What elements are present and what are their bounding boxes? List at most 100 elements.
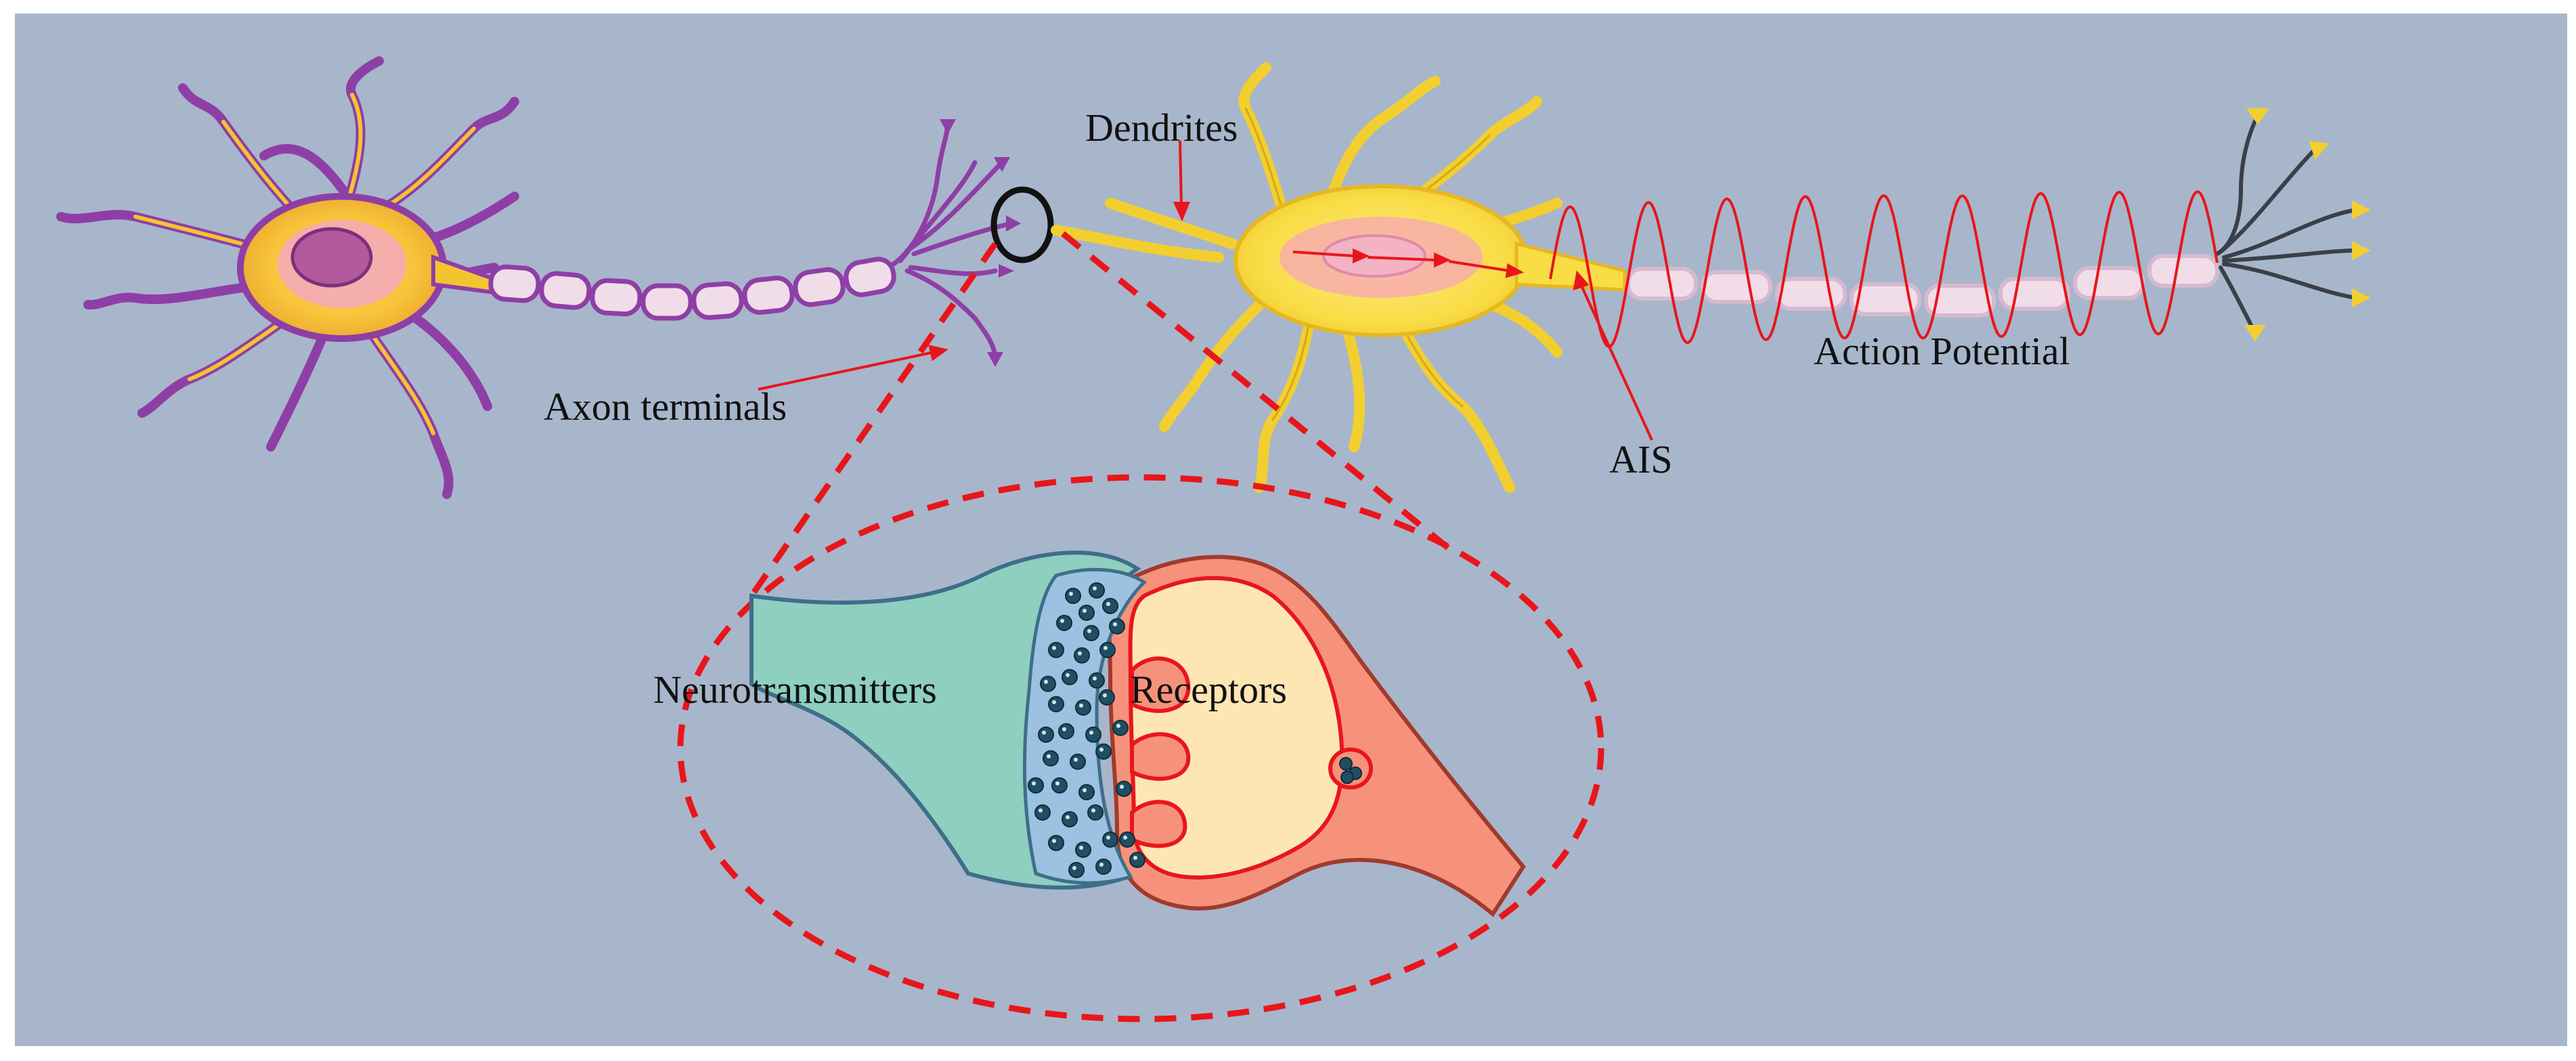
- neurotransmitter-vesicle: [1085, 727, 1101, 743]
- neurotransmitter-vesicle: [1058, 723, 1074, 739]
- vesicle-highlight: [1042, 731, 1046, 735]
- axon-terminals-arrowhead: [928, 345, 948, 362]
- vesicle-highlight: [1072, 866, 1076, 870]
- neurotransmitter-vesicle: [1075, 842, 1091, 858]
- vesicle-highlight: [1103, 693, 1107, 697]
- vesicle-highlight: [1069, 592, 1073, 596]
- neurotransmitter-vesicle: [1083, 625, 1099, 641]
- zoom-ellipse: [677, 474, 1604, 1022]
- label-dendrites: Dendrites: [1085, 106, 1238, 150]
- vesicle-highlight: [1083, 609, 1087, 613]
- dendrites-arrowhead: [1173, 202, 1190, 222]
- neurotransmitter-vesicle: [1078, 605, 1095, 621]
- neurotransmitter-vesicle: [1102, 598, 1118, 614]
- neurotransmitter-vesicle: [1051, 777, 1068, 794]
- neurotransmitter-vesicle: [1070, 754, 1086, 770]
- neurotransmitter-vesicle: [1109, 618, 1125, 634]
- neuron2-myelin-sheath: [1626, 254, 2219, 318]
- zoom-line-right: [1061, 231, 1451, 551]
- vesicle-highlight: [1091, 808, 1095, 813]
- neurotransmitter-vesicle: [1034, 804, 1051, 821]
- vesicle-highlight: [1047, 754, 1051, 758]
- neurotransmitter-vesicle: [1119, 831, 1135, 848]
- postsynaptic-cytoplasm: [1128, 576, 1345, 880]
- vesicle-highlight: [1074, 758, 1078, 762]
- vesicle-highlight: [1083, 788, 1087, 792]
- neuron2-terminal-boutons: [2244, 108, 2371, 341]
- vesicle-highlight: [1120, 785, 1124, 789]
- neurotransmitter-vesicle: [1038, 727, 1054, 743]
- neurotransmitter-vesicle: [1056, 615, 1072, 631]
- vesicle-highlight: [1079, 846, 1083, 850]
- neuron1-axon-terminals: [891, 119, 1015, 362]
- vesicle-highlight: [1052, 839, 1056, 843]
- label-axon-terminals: Axon terminals: [544, 385, 787, 429]
- neurotransmitter-vesicle: [1062, 669, 1078, 685]
- vesicle-highlight: [1055, 781, 1060, 785]
- neurotransmitter-vesicle: [1129, 852, 1145, 868]
- label-action-potential: Action Potential: [1814, 329, 2070, 373]
- vesicle-highlight: [1044, 680, 1048, 684]
- vesicle-highlight: [1104, 646, 1108, 650]
- vesicle-highlight: [1052, 700, 1056, 704]
- neuron1-nucleus: [290, 227, 373, 288]
- neurotransmitter-vesicle: [1099, 642, 1116, 658]
- neurotransmitter-vesicle: [1040, 676, 1056, 692]
- vesicle-highlight: [1133, 856, 1137, 860]
- receptor-bound-vesicle: [1340, 771, 1354, 784]
- neurotransmitter-vesicle: [1095, 743, 1112, 760]
- vesicle-highlight: [1032, 781, 1036, 785]
- synapse-detail: [749, 550, 1526, 917]
- presynaptic-neuron: [56, 56, 1021, 499]
- neurotransmitter-vesicle: [1095, 859, 1112, 875]
- synapse-highlight-circle: [990, 186, 1054, 263]
- vesicle-highlight: [1113, 622, 1117, 626]
- neurotransmitter-vesicle: [1099, 689, 1115, 706]
- label-neurotransmitters: Neurotransmitters: [653, 668, 937, 712]
- neurotransmitter-vesicle: [1089, 672, 1105, 689]
- neuron2-nucleus: [1322, 234, 1426, 278]
- neuron1-myelin-sheath: [488, 257, 896, 321]
- vesicle-highlight: [1062, 727, 1066, 731]
- vesicle-highlight: [1093, 586, 1097, 590]
- neurotransmitter-vesicles: [1028, 582, 1362, 878]
- background-panel: [15, 14, 2567, 1046]
- postsynaptic-neuron: [1051, 62, 2371, 493]
- neurotransmitter-vesicle: [1048, 696, 1064, 712]
- vesicle-highlight: [1039, 808, 1043, 813]
- neurotransmitter-vesicle: [1074, 647, 1090, 664]
- receptor-bound-vesicle: [1339, 757, 1353, 771]
- neurotransmitter-vesicle: [1116, 781, 1132, 797]
- neurotransmitter-vesicle: [1048, 835, 1064, 851]
- neurotransmitter-vesicle: [1087, 804, 1104, 821]
- neurotransmitter-vesicle: [1043, 750, 1059, 766]
- vesicle-highlight: [1060, 619, 1064, 623]
- neuron1-terminal-boutons: [940, 119, 1021, 367]
- neurotransmitter-vesicle: [1089, 582, 1105, 599]
- soma-signal-arrows: [1292, 248, 1525, 278]
- neurotransmitter-vesicle: [1075, 699, 1091, 716]
- vesicle-highlight: [1116, 724, 1120, 728]
- vesicle-highlight: [1078, 651, 1082, 655]
- zoom-callout: [677, 231, 1604, 1022]
- vesicle-highlight: [1106, 602, 1110, 606]
- action-potential-wave: [1549, 190, 2219, 349]
- vesicle-highlight: [1099, 748, 1104, 752]
- receptor-pockets: [1130, 656, 1373, 848]
- neurotransmitter-vesicle: [1078, 784, 1095, 800]
- vesicle-highlight: [1079, 703, 1083, 708]
- vesicle-highlight: [1123, 836, 1127, 840]
- annotation-arrows: [758, 140, 1653, 441]
- ais-arrowhead: [1573, 270, 1590, 290]
- vesicle-highlight: [1066, 815, 1070, 819]
- neurotransmitter-vesicle: [1102, 831, 1118, 848]
- label-ais: AIS: [1609, 437, 1672, 481]
- neurotransmitter-vesicle: [1065, 588, 1081, 604]
- vesicle-highlight: [1052, 646, 1056, 650]
- label-receptors: Receptors: [1130, 668, 1287, 712]
- neurotransmitter-vesicle: [1028, 777, 1044, 794]
- vesicle-highlight: [1093, 676, 1097, 680]
- vesicle-highlight: [1066, 673, 1070, 677]
- neurotransmitter-vesicle: [1112, 720, 1129, 736]
